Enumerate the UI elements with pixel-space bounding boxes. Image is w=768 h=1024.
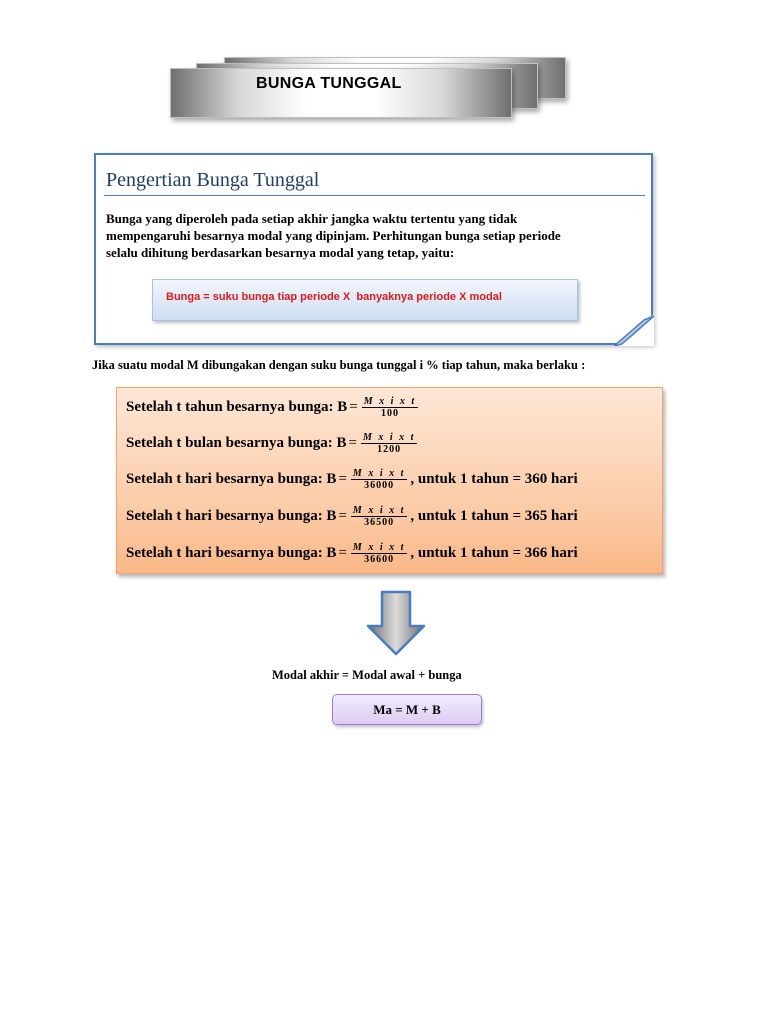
intro-text: Jika suatu modal M dibungakan dengan suk… <box>92 358 586 372</box>
formula-row: Setelah t hari besarnya bunga: B = M x i… <box>126 536 578 570</box>
banner-layer-front <box>170 68 512 118</box>
definition-line: selalu dihitung berdasarkan besarnya mod… <box>106 245 455 260</box>
page-fold-icon <box>614 314 654 346</box>
fraction-denominator: 100 <box>380 407 399 419</box>
fraction: M x i x t 36000 <box>350 467 408 491</box>
equals-sign: = <box>348 434 357 451</box>
fraction-denominator: 36600 <box>364 553 395 565</box>
fraction-bar <box>350 478 408 480</box>
page-title: BUNGA TUNGGAL <box>256 75 402 92</box>
formula-label: Setelah t hari besarnya bunga: B <box>126 544 337 561</box>
fraction: M x i x t 1200 <box>360 431 418 455</box>
formula-row: Setelah t hari besarnya bunga: B = M x i… <box>126 499 578 533</box>
formula-suffix: , untuk 1 tahun = 366 hari <box>410 544 578 561</box>
heading-divider <box>104 195 645 196</box>
formula-suffix: , untuk 1 tahun = 360 hari <box>410 470 578 487</box>
fraction-denominator: 36500 <box>364 516 395 528</box>
fraction-bar <box>361 406 419 408</box>
fraction-denominator: 36000 <box>364 479 395 491</box>
equals-sign: = <box>349 398 358 415</box>
formula-row: Setelah t bulan besarnya bunga: B = M x … <box>126 426 420 460</box>
fraction-numerator: M x i x t <box>362 431 416 443</box>
formula-row: Setelah t hari besarnya bunga: B = M x i… <box>126 462 578 496</box>
modal-akhir-text: Modal akhir = Modal awal + bunga <box>272 668 462 682</box>
equals-sign: = <box>338 544 347 561</box>
formula-panel: Setelah t tahun besarnya bunga: B = M x … <box>116 387 663 574</box>
formula-suffix: , untuk 1 tahun = 365 hari <box>410 507 578 524</box>
fraction-numerator: M x i x t <box>352 504 406 516</box>
fraction-numerator: M x i x t <box>352 541 406 553</box>
ma-formula-text: Ma = M + B <box>373 701 441 717</box>
formula-label: Setelah t hari besarnya bunga: B <box>126 507 337 524</box>
down-arrow-icon <box>366 590 426 656</box>
formula-label: Setelah t tahun besarnya bunga: B <box>126 398 348 415</box>
fraction: M x i x t 36600 <box>350 541 408 565</box>
formula-label: Setelah t bulan besarnya bunga: B <box>126 434 347 451</box>
fraction-numerator: M x i x t <box>352 467 406 479</box>
interest-formula-box: Bunga = suku bunga tiap periode X banyak… <box>152 279 578 321</box>
definition-line: Bunga yang diperoleh pada setiap akhir j… <box>106 211 518 226</box>
equals-sign: = <box>338 507 347 524</box>
formula-label: Setelah t hari besarnya bunga: B <box>126 470 337 487</box>
fraction-denominator: 1200 <box>377 443 402 455</box>
fraction-bar <box>360 442 418 444</box>
fraction: M x i x t 36500 <box>350 504 408 528</box>
equals-sign: = <box>338 470 347 487</box>
definition-heading: Pengertian Bunga Tunggal <box>106 169 320 191</box>
title-banner: BUNGA TUNGGAL <box>168 55 568 125</box>
definition-line: mempengaruhi besarnya modal yang dipinja… <box>106 228 561 243</box>
fraction-numerator: M x i x t <box>363 395 417 407</box>
definition-card: Pengertian Bunga Tunggal Bunga yang dipe… <box>94 153 654 346</box>
fraction-bar <box>350 552 408 554</box>
formula-row: Setelah t tahun besarnya bunga: B = M x … <box>126 390 421 424</box>
definition-text: Bunga yang diperoleh pada setiap akhir j… <box>106 210 626 261</box>
fraction: M x i x t 100 <box>361 395 419 419</box>
interest-formula-text: Bunga = suku bunga tiap periode X banyak… <box>166 291 502 303</box>
fraction-bar <box>350 515 408 517</box>
ma-formula-box: Ma = M + B <box>332 694 482 725</box>
